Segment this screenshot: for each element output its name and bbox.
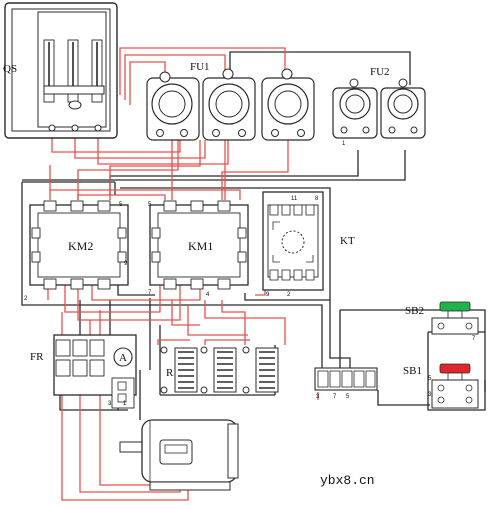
sb2-start-button: SB2 7 [405,301,479,342]
r-label: R [166,367,174,379]
svg-text:2: 2 [24,296,28,302]
fu2-label: FU2 [370,66,390,78]
svg-text:5: 5 [346,394,350,400]
fu2-fuses: FU2 1 [332,66,426,147]
fu1-fuses: FU1 [146,61,315,141]
km1-label: KM1 [188,239,213,253]
fr-thermal-relay: A FR 3 1 [30,334,137,409]
sb1-stop-button: SB1 5 3 [403,363,479,409]
kt-time-relay: KT 11 8 9 2 [262,191,355,298]
watermark: ybx8.cn [320,473,375,488]
svg-text:3: 3 [316,394,320,400]
svg-text:5: 5 [148,202,152,208]
svg-text:9: 9 [124,261,128,267]
km2-contactor: KM2 5 9 2 [24,200,129,302]
fu2-terminal: 1 [342,141,346,147]
kt-socket [281,230,305,254]
svg-text:2: 2 [287,292,291,298]
km2-label: KM2 [68,239,93,253]
ammeter-label: A [119,352,127,364]
svg-text:9: 9 [266,292,270,298]
r-resistors: R [160,346,279,394]
fuse [261,68,315,141]
qs-knife-switch: QS [3,2,118,139]
ammeter [113,347,133,367]
svg-text:3: 3 [428,392,432,398]
sb2-label: SB2 [405,305,424,317]
fuse [202,68,256,141]
resistor [160,346,198,394]
svg-text:11: 11 [291,196,298,202]
resistor [200,346,237,394]
terminal-block: 3 7 5 [314,367,378,400]
svg-text:4: 4 [206,292,210,298]
fuse [146,71,200,141]
qs-label: QS [3,63,17,75]
svg-text:7: 7 [472,336,476,342]
fr-label: FR [30,351,44,363]
red-wires [47,47,319,501]
sb1-label: SB1 [403,365,422,377]
km1-contactor: KM1 5 7 4 [148,200,249,298]
svg-text:7: 7 [148,290,152,296]
svg-text:1: 1 [123,401,127,407]
fu1-label: FU1 [190,61,210,73]
qs-handle [43,85,105,95]
svg-text:7: 7 [333,394,337,400]
kt-label: KT [340,235,355,247]
resistor [242,346,279,394]
qs-knob [68,100,82,110]
svg-text:3: 3 [108,401,112,407]
svg-text:8: 8 [315,196,319,202]
fuse [380,78,426,139]
svg-text:5: 5 [119,202,123,208]
motor [119,419,239,491]
fuse [332,78,378,139]
svg-text:5: 5 [428,376,432,382]
